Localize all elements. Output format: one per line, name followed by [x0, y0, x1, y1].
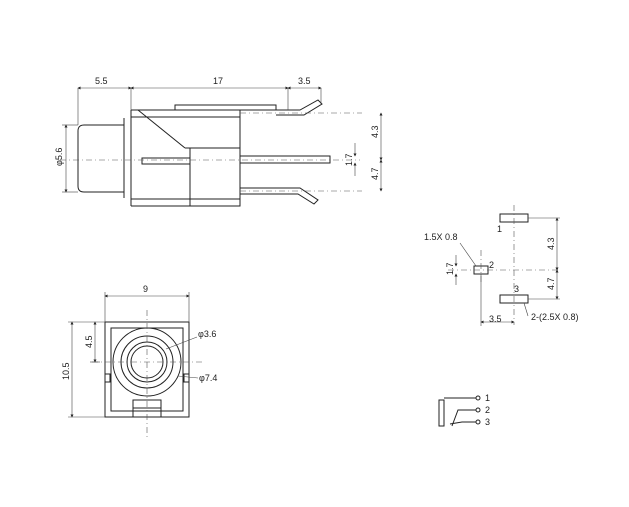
front-view: 9 10.5 4.5 φ3.6 φ7.4 [61, 284, 217, 440]
dim-top-offset-label: 4.3 [370, 125, 380, 138]
pad-1-label: 1 [497, 224, 502, 234]
bottom-terminal [240, 187, 319, 205]
dim-left-label: 5.5 [95, 76, 108, 86]
center-slot [141, 157, 191, 165]
pad-2-label: 2 [489, 260, 494, 270]
dim-height-label: 10.5 [61, 362, 71, 380]
footprint: 1 2 3 4.3 4.7 1.7 1.5X 0.8 3.5 2-(2.5X 0… [424, 205, 579, 326]
jack-symbol [438, 399, 445, 427]
pad-3-label: 3 [514, 284, 519, 294]
dim-outer-diameter-label: φ7.4 [199, 373, 217, 383]
side-view: 5.5 17 3.5 φ5.6 4.3 4.7 1.7 [54, 76, 383, 207]
schematic-pin-2: 2 [485, 405, 490, 415]
schematic-pin-3: 3 [485, 417, 490, 427]
dim-pad2-offset: 1.7 [445, 262, 455, 275]
schematic-pin-1: 1 [485, 393, 490, 403]
dim-center-height-label: 4.5 [84, 335, 94, 348]
dim-footprint-top: 4.3 [546, 237, 556, 250]
dim-bottom-offset-label: 4.7 [370, 167, 380, 180]
top-plate [174, 104, 277, 111]
schematic-symbol: 1 2 3 [438, 393, 490, 427]
dim-center-pin-label: 1.7 [344, 153, 354, 166]
dim-body-label: 17 [213, 76, 223, 86]
pad2-size-label: 1.5X 0.8 [424, 232, 458, 242]
dim-diameter-label: φ5.6 [54, 148, 64, 166]
dim-inner-diameter-label: φ3.6 [198, 329, 216, 339]
dim-footprint-bottom: 4.7 [546, 277, 556, 290]
middle-terminal [239, 155, 331, 164]
dim-right-label: 3.5 [298, 76, 311, 86]
top-terminal [276, 99, 323, 116]
dim-footprint-horizontal: 3.5 [489, 314, 502, 324]
pad-note-label: 2-(2.5X 0.8) [531, 312, 579, 322]
dim-width-label: 9 [143, 284, 148, 294]
plug-barrel [77, 124, 125, 193]
